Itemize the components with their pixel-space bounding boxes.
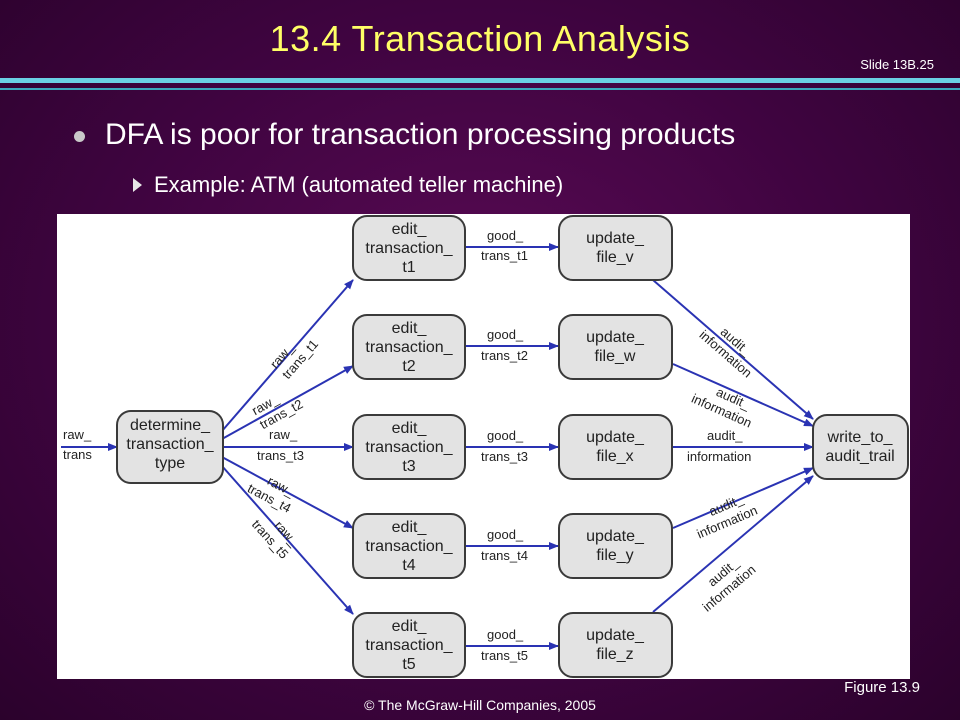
edges xyxy=(61,243,814,650)
node-update-z-line-2: file_z xyxy=(596,646,633,663)
label-raw-t3-2: trans_t3 xyxy=(257,448,304,463)
slide-title: 13.4 Transaction Analysis xyxy=(269,18,691,59)
node-update-w-line-1: update_ xyxy=(586,329,645,346)
node-edit-t4-line-1: edit_ xyxy=(392,519,428,536)
node-edit-t5-line-2: transaction_ xyxy=(365,637,453,654)
edge-audit-z xyxy=(652,475,814,613)
edge-raw-t5 xyxy=(221,465,354,615)
label-raw-t5: raw_ trans_t5 xyxy=(249,517,302,562)
label-good-t2-2: trans_t2 xyxy=(481,348,528,363)
label-good-t3-1: good_ xyxy=(487,428,524,443)
label-raw-t3-1: raw_ xyxy=(269,427,298,442)
node-update-file-y: update_ file_y xyxy=(558,513,673,579)
node-write-line-2: audit_trail xyxy=(825,448,894,465)
node-edit-t3-line-2: transaction_ xyxy=(365,439,453,456)
label-good-t1-2: trans_t1 xyxy=(481,248,528,263)
dfd-figure: raw_ trans raw_ trans_t1 raw_ trans_t2 r… xyxy=(57,214,910,679)
node-edit-transaction-t3: edit_ transaction_ t3 xyxy=(352,414,466,480)
node-update-w-line-2: file_w xyxy=(595,348,636,365)
title-rule xyxy=(0,78,960,83)
node-update-x-line-1: update_ xyxy=(586,429,645,446)
label-good-t5-1: good_ xyxy=(487,627,524,642)
node-edit-transaction-t1: edit_ transaction_ t1 xyxy=(352,215,466,281)
node-determine-transaction-type: determine_ transaction_ type xyxy=(116,410,224,484)
node-update-file-z: update_ file_z xyxy=(558,612,673,678)
node-edit-t3-line-1: edit_ xyxy=(392,420,428,437)
edge-raw-t4 xyxy=(221,456,354,529)
node-edit-transaction-t4: edit_ transaction_ t4 xyxy=(352,513,466,579)
node-edit-t4-line-3: t4 xyxy=(402,557,415,574)
label-good-t3-2: trans_t3 xyxy=(481,449,528,464)
node-write-to-audit-trail: write_to_ audit_trail xyxy=(812,414,909,480)
node-edit-t4-line-2: transaction_ xyxy=(365,538,453,555)
label-audit-x-1: audit_ xyxy=(707,428,743,443)
title-rule-thin xyxy=(0,88,960,90)
bullet-sub-text: Example: ATM (automated teller machine) xyxy=(154,172,564,197)
bullet-sub: Example: ATM (automated teller machine) xyxy=(133,172,563,198)
node-edit-t3-line-3: t3 xyxy=(402,458,415,475)
label-audit-z: audit_ information xyxy=(700,555,759,615)
label-good-t4-1: good_ xyxy=(487,527,524,542)
node-update-v-line-1: update_ xyxy=(586,230,645,247)
label-good-t2-1: good_ xyxy=(487,327,524,342)
label-audit-x-2: information xyxy=(687,449,751,464)
node-update-z-line-1: update_ xyxy=(586,627,645,644)
edge-audit-v xyxy=(652,279,814,420)
bullet-dot-icon xyxy=(74,130,85,142)
node-edit-t5-line-3: t5 xyxy=(402,656,415,673)
node-determine-line-1: determine_ xyxy=(130,417,211,434)
edge-raw-t1 xyxy=(221,279,354,432)
node-edit-transaction-t5: edit_ transaction_ t5 xyxy=(352,612,466,678)
node-edit-t2-line-1: edit_ xyxy=(392,320,428,337)
label-good-t4-2: trans_t4 xyxy=(481,548,528,563)
label-good-t5-2: trans_t5 xyxy=(481,648,528,663)
node-edit-t5-line-1: edit_ xyxy=(392,618,428,635)
edge-audit-w xyxy=(672,363,814,427)
copyright-notice: © The McGraw-Hill Companies, 2005 xyxy=(364,697,596,713)
label-input-2: trans xyxy=(63,447,92,462)
node-determine-line-3: type xyxy=(155,455,185,472)
node-update-y-line-1: update_ xyxy=(586,528,645,545)
label-audit-v: audit_ information xyxy=(697,324,755,380)
edge-audit-y xyxy=(672,467,814,529)
node-update-file-w: update_ file_w xyxy=(558,314,673,380)
bullet-main: DFA is poor for transaction processing p… xyxy=(74,118,735,152)
node-update-file-v: update_ file_v xyxy=(558,215,673,281)
dfd-diagram: raw_ trans raw_ trans_t1 raw_ trans_t2 r… xyxy=(61,215,909,678)
node-update-file-x: update_ file_x xyxy=(558,414,673,480)
node-edit-t1-line-1: edit_ xyxy=(392,221,428,238)
nodes: determine_ transaction_ type edit_ trans… xyxy=(116,215,909,678)
node-write-line-1: write_to_ xyxy=(827,429,894,446)
node-edit-t2-line-3: t2 xyxy=(402,358,415,375)
label-good-t1-1: good_ xyxy=(487,228,524,243)
edge-raw-t2 xyxy=(221,365,354,440)
label-raw-t1: raw_ trans_t1 xyxy=(267,337,321,382)
node-update-x-line-2: file_x xyxy=(596,448,633,465)
slide-number: Slide 13B.25 xyxy=(860,57,934,72)
label-audit-w: audit_ information xyxy=(689,384,754,430)
label-input-1: raw_ xyxy=(63,427,92,442)
node-update-y-line-2: file_y xyxy=(596,547,633,564)
bullet-triangle-icon xyxy=(133,178,142,192)
node-update-v-line-2: file_v xyxy=(596,249,633,266)
node-edit-transaction-t2: edit_ transaction_ t2 xyxy=(352,314,466,380)
node-edit-t1-line-2: transaction_ xyxy=(365,240,453,257)
node-edit-t2-line-2: transaction_ xyxy=(365,339,453,356)
node-edit-t1-line-3: t1 xyxy=(402,259,415,276)
bullet-main-text: DFA is poor for transaction processing p… xyxy=(105,118,736,151)
figure-caption: Figure 13.9 xyxy=(844,679,920,696)
node-determine-line-2: transaction_ xyxy=(126,436,214,453)
